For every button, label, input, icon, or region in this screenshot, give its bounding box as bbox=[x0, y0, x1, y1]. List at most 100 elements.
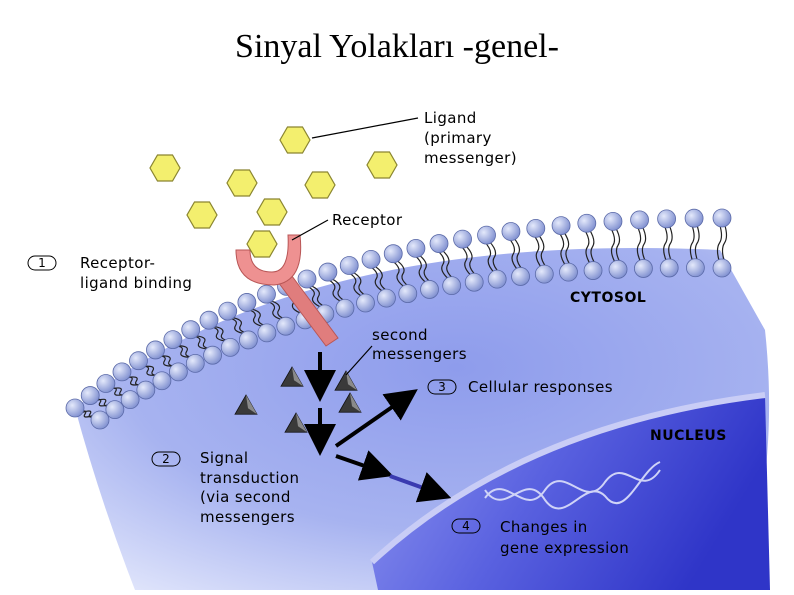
lipid-tail bbox=[609, 227, 617, 264]
lipid-head-outer bbox=[477, 225, 496, 245]
lipid-tail bbox=[483, 240, 496, 274]
lipid-tail bbox=[441, 249, 455, 281]
lipid-tail bbox=[330, 277, 348, 303]
lipid-head-inner bbox=[634, 259, 653, 278]
lipid-head-inner bbox=[220, 337, 240, 357]
lipid-head-outer bbox=[429, 234, 449, 253]
lipid-head-outer bbox=[297, 269, 317, 289]
lipid-head-inner bbox=[136, 380, 156, 400]
lipid-head-inner bbox=[120, 390, 140, 410]
lipid-head-outer bbox=[146, 340, 165, 360]
lipid-tail bbox=[537, 233, 548, 269]
lipid-head-outer bbox=[96, 374, 116, 393]
nucleus-region bbox=[372, 395, 770, 590]
lipid-head-outer bbox=[603, 211, 623, 231]
dna-helix bbox=[484, 461, 661, 510]
lipid-tail bbox=[563, 231, 572, 267]
lipid-head-inner bbox=[398, 284, 418, 303]
lipid-tail bbox=[694, 224, 700, 262]
step-2-badge bbox=[151, 451, 181, 467]
lipid-head-outer bbox=[112, 362, 132, 382]
lipid-tail bbox=[668, 224, 673, 263]
cytosol-label: CYTOSOL bbox=[570, 290, 646, 306]
lipid-head-inner bbox=[185, 353, 205, 373]
ligand-hexagon bbox=[366, 151, 398, 179]
step-4-number: 4 bbox=[462, 519, 470, 533]
lipid-head-outer bbox=[199, 310, 219, 330]
lipid-tail bbox=[721, 223, 728, 263]
lipid-head-inner bbox=[276, 316, 296, 336]
ligand-hexagon bbox=[304, 171, 336, 199]
receptor-leader-line bbox=[291, 219, 329, 241]
step-1-text: Receptor- ligand binding bbox=[80, 254, 192, 292]
lipid-tail bbox=[583, 228, 592, 265]
lipid-tail bbox=[390, 259, 406, 289]
lipid-tail bbox=[368, 264, 385, 293]
lipid-tail bbox=[512, 237, 524, 271]
ligand-hexagon bbox=[149, 154, 181, 182]
lipid-head-inner bbox=[608, 259, 628, 279]
lipid-tail bbox=[459, 244, 473, 277]
lipid-tail bbox=[418, 253, 433, 284]
lipid-tail bbox=[413, 253, 428, 284]
lipid-head-inner bbox=[583, 261, 603, 280]
lipid-head-outer bbox=[406, 238, 426, 258]
lipid-head-outer bbox=[453, 229, 472, 249]
lipid-head-inner bbox=[464, 272, 484, 292]
ligand-group bbox=[149, 126, 398, 258]
step-3: 3 Cellular responses bbox=[427, 378, 613, 396]
lipid-head-inner bbox=[168, 362, 188, 382]
lipid-tail bbox=[532, 233, 543, 269]
lipid-head-inner bbox=[442, 276, 462, 296]
lipid-tail bbox=[395, 259, 411, 289]
second-messenger-highlight bbox=[346, 371, 357, 391]
lipid-head-outer bbox=[684, 208, 704, 228]
lipid-tail bbox=[641, 225, 647, 263]
lipid-tail bbox=[464, 244, 478, 277]
lipid-head-outer bbox=[218, 301, 238, 321]
lipid-head-outer bbox=[129, 351, 148, 371]
lipid-tail bbox=[663, 224, 668, 263]
lipid-head-inner bbox=[686, 258, 705, 278]
second-messenger-leader-line bbox=[345, 345, 373, 376]
second-messenger-highlight bbox=[292, 367, 303, 387]
lipid-tail bbox=[716, 223, 723, 263]
lipid-tail bbox=[325, 277, 343, 303]
arrow-to-nucleus bbox=[335, 450, 394, 481]
lipid-head-inner bbox=[238, 330, 258, 350]
step-3-text: Cellular responses bbox=[468, 378, 613, 396]
lipid-head-outer bbox=[257, 284, 276, 304]
lipid-head-inner bbox=[559, 262, 578, 282]
lipid-head-outer bbox=[501, 222, 521, 241]
lipid-head-outer bbox=[80, 386, 100, 405]
lipid-tail bbox=[507, 237, 519, 271]
lipid-head-inner bbox=[90, 410, 110, 430]
nucleus-label: NUCLEUS bbox=[650, 428, 727, 444]
lipid-head-outer bbox=[339, 256, 359, 275]
lipid-head-inner bbox=[105, 400, 125, 420]
ligand-hexagon bbox=[279, 126, 311, 154]
arrow-into-nucleus bbox=[389, 472, 452, 503]
lipid-head-inner bbox=[659, 258, 679, 278]
lipid-head-inner bbox=[511, 267, 530, 286]
lipid-head-outer bbox=[657, 209, 677, 229]
lipid-head-inner bbox=[356, 293, 375, 313]
ligand-label: Ligand (primary messenger) bbox=[424, 109, 517, 167]
lipid-head-outer bbox=[630, 210, 649, 230]
lipid-head-outer bbox=[237, 293, 257, 312]
lipid-tail bbox=[689, 224, 695, 262]
ligand-leader-line bbox=[311, 117, 419, 139]
lipid-head-outer bbox=[163, 330, 183, 350]
lipid-head-outer bbox=[383, 244, 403, 264]
ligand-hexagon bbox=[186, 201, 218, 229]
step-4-text: Changes in gene expression bbox=[500, 518, 629, 557]
lipid-tail bbox=[558, 231, 567, 267]
ligand-hexagon bbox=[246, 230, 278, 258]
lipid-head-inner bbox=[152, 371, 172, 391]
step-4: 4 Changes in gene expression bbox=[451, 518, 629, 557]
lipid-tail bbox=[309, 284, 328, 309]
second-messenger-group bbox=[234, 366, 362, 433]
lipid-head-outer bbox=[526, 218, 546, 238]
lipid-head-outer bbox=[361, 249, 381, 269]
